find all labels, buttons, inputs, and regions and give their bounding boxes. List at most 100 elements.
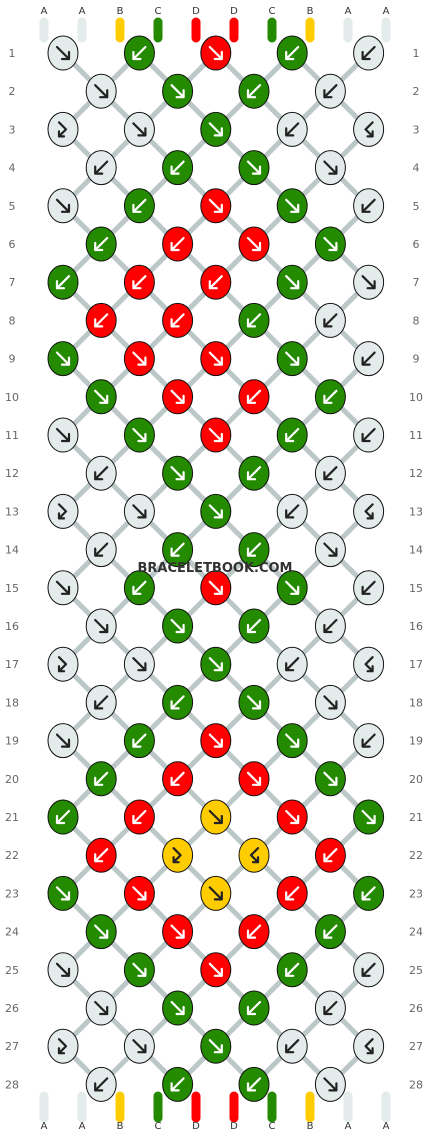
knot	[85, 455, 117, 491]
knot-arrow-icon	[55, 580, 71, 595]
knot-arrow-icon	[246, 160, 262, 175]
knot	[162, 302, 194, 338]
knot	[162, 532, 194, 568]
row-number-left: 28	[5, 1078, 19, 1091]
strand-letter-bottom: A	[41, 1121, 48, 1132]
knot-arrow-icon	[94, 618, 109, 634]
knot-arrow-icon	[208, 962, 223, 977]
knot	[162, 226, 194, 262]
strand-letter-top: A	[345, 6, 352, 17]
row-number-right: 26	[409, 1002, 423, 1015]
knot-arrow-icon	[170, 313, 185, 328]
knot-arrow-icon	[170, 160, 185, 175]
knot	[123, 723, 155, 759]
knot-arrow-icon	[323, 618, 338, 634]
knot-arrow-icon	[170, 389, 185, 404]
knot-arrow-icon	[94, 389, 109, 404]
knot-arrow-icon	[285, 275, 300, 290]
row-number-right: 25	[409, 964, 423, 977]
knot-arrow-icon	[323, 236, 338, 252]
knot-arrow-icon	[246, 924, 262, 939]
knot-arrow-icon	[361, 809, 376, 825]
row-number-left: 15	[5, 582, 19, 595]
knot-arrow-icon	[364, 503, 374, 520]
knot	[314, 608, 346, 644]
strand-letter-top: D	[230, 6, 238, 17]
knot	[353, 570, 385, 606]
knot	[276, 952, 308, 988]
knot-arrow-icon	[208, 504, 223, 519]
knot-arrow-icon	[208, 809, 223, 825]
row-number-left: 3	[9, 123, 16, 136]
knot-arrow-icon	[57, 656, 68, 673]
row-number-right: 23	[409, 887, 423, 900]
row-number-right: 9	[413, 353, 420, 366]
knot-arrow-icon	[285, 427, 300, 443]
row-number-left: 7	[9, 276, 16, 289]
row-number-right: 28	[409, 1078, 423, 1091]
row-number-right: 10	[409, 391, 423, 404]
knot-arrow-icon	[285, 733, 300, 748]
row-number-right: 22	[409, 849, 423, 862]
row-number-right: 1	[413, 47, 420, 60]
row-number-right: 19	[409, 735, 423, 748]
knot	[276, 188, 308, 224]
knot-arrow-icon	[361, 962, 376, 977]
knot	[85, 1066, 117, 1102]
knot-arrow-icon	[285, 45, 300, 61]
row-number-right: 8	[413, 314, 420, 327]
row-number-right: 27	[409, 1040, 423, 1053]
knot	[353, 188, 385, 224]
knot-arrow-icon	[132, 580, 147, 595]
knot	[238, 761, 270, 797]
knot	[353, 952, 385, 988]
strand-letter-bottom: A	[79, 1121, 86, 1132]
row-number-right: 15	[409, 582, 423, 595]
knot-arrow-icon	[361, 45, 376, 61]
knot-arrow-icon	[361, 198, 376, 213]
knot	[200, 493, 232, 529]
knot-arrow-icon	[132, 122, 147, 137]
knot	[47, 570, 79, 606]
knot	[85, 608, 117, 644]
knot	[276, 799, 308, 835]
knot	[314, 1066, 346, 1102]
knot	[85, 761, 117, 797]
knot	[47, 111, 79, 147]
knot-arrow-icon	[361, 886, 376, 901]
knot-arrow-icon	[132, 1039, 147, 1054]
knot-arrow-icon	[249, 847, 260, 864]
knot-grid	[47, 35, 385, 1102]
knot	[200, 264, 232, 300]
knot-arrow-icon	[246, 389, 262, 404]
strand-letter-top: D	[192, 6, 200, 17]
row-number-left: 13	[5, 505, 19, 518]
knot-arrow-icon	[323, 771, 338, 786]
knot-arrow-icon	[132, 198, 147, 213]
knot	[353, 646, 385, 682]
knot-arrow-icon	[208, 198, 223, 213]
knot-arrow-icon	[170, 84, 185, 99]
knot	[353, 111, 385, 147]
knot	[353, 875, 385, 911]
knot-arrow-icon	[361, 733, 376, 748]
knot	[162, 379, 194, 415]
knot	[353, 35, 385, 71]
strand-letter-bottom: B	[117, 1121, 124, 1132]
knot-arrow-icon	[94, 542, 109, 557]
knot	[85, 532, 117, 568]
strand-letter-bottom: A	[383, 1121, 390, 1132]
knot	[276, 723, 308, 759]
knot	[314, 379, 346, 415]
knot	[123, 875, 155, 911]
knot-arrow-icon	[55, 733, 71, 748]
knot	[85, 73, 117, 109]
row-number-left: 5	[9, 200, 16, 213]
knot	[162, 837, 194, 873]
knot-arrow-icon	[246, 695, 262, 710]
knot	[353, 341, 385, 377]
knot	[314, 761, 346, 797]
knot	[276, 493, 308, 529]
knot	[238, 302, 270, 338]
knot-arrow-icon	[170, 542, 185, 557]
